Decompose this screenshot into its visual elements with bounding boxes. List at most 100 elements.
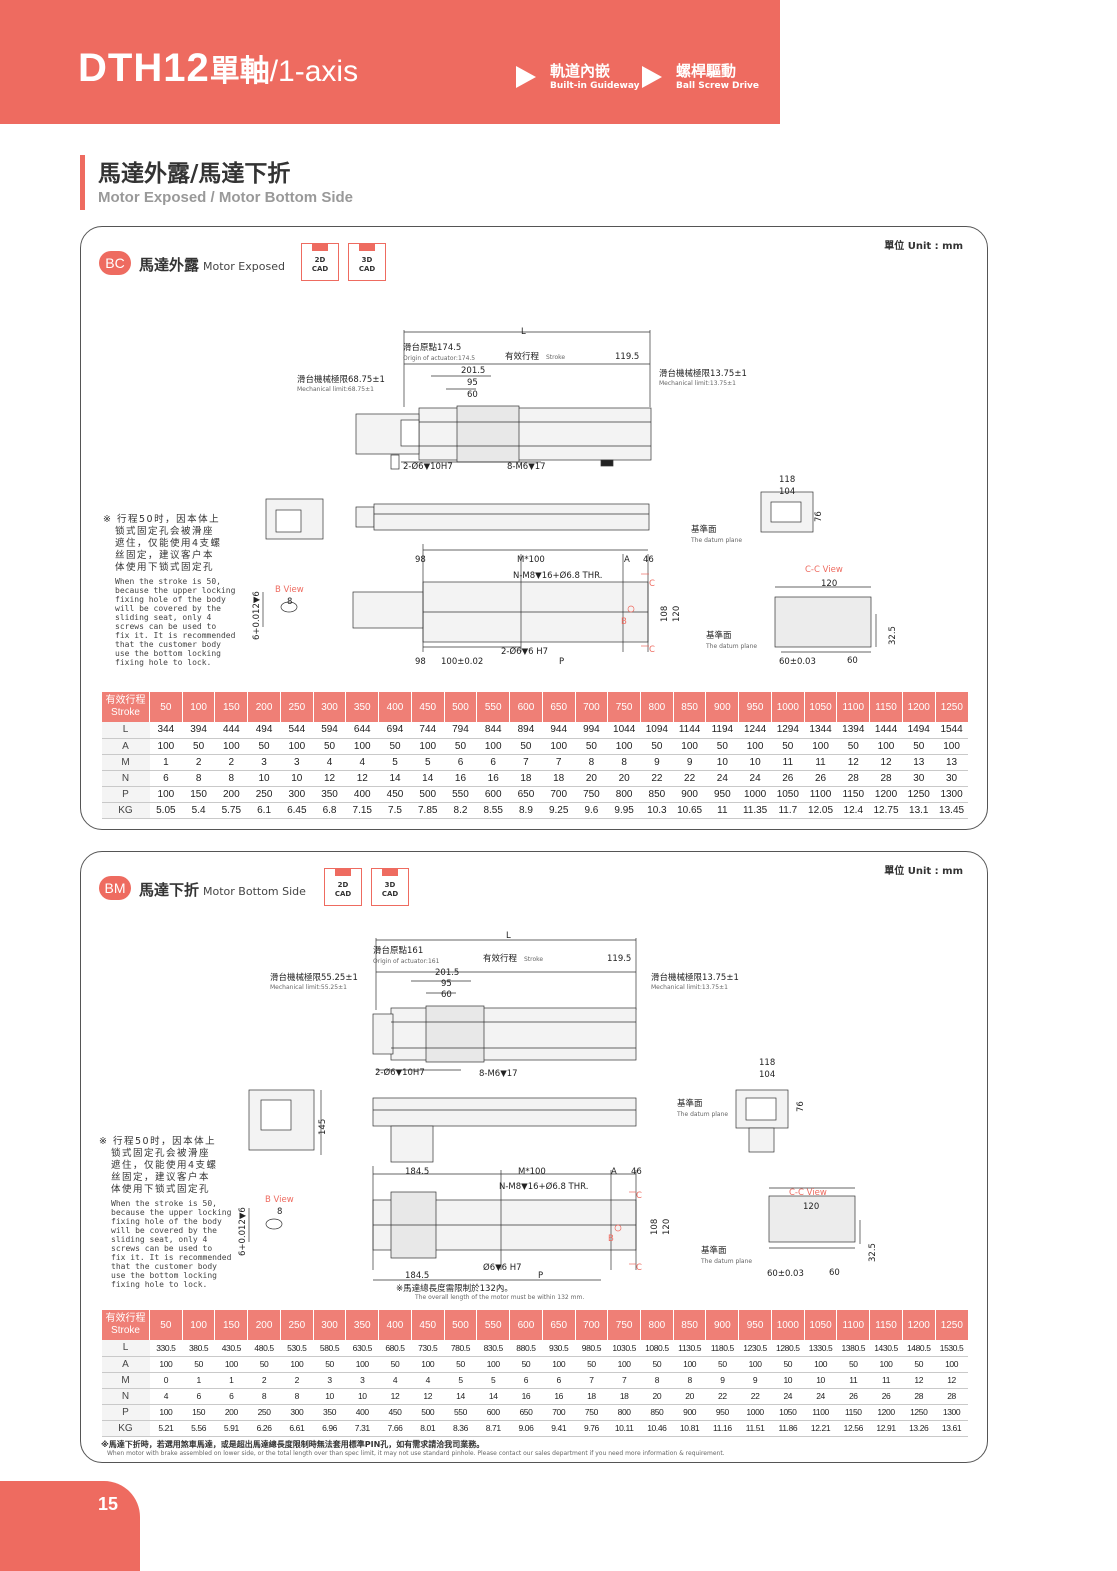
- motor-note-cn: ※馬達總長度需限制於132內。: [396, 1283, 513, 1294]
- hole-thread: 8-M6▼17: [479, 1069, 518, 1079]
- note-en-10: fixing hole to lock.: [115, 658, 211, 667]
- note-en-4: will be covered by the: [111, 1226, 217, 1235]
- section-title-cn: 馬達外露/馬達下折: [98, 161, 291, 187]
- table-cell: 9: [738, 1372, 772, 1389]
- mech-limit-right-en: Mechanical limit:13.75±1: [651, 984, 728, 991]
- table-cell: 7: [607, 1372, 641, 1389]
- table-cell: 7: [542, 754, 576, 771]
- note-en-9: use the bottom locking: [115, 649, 221, 658]
- table-cell: 8: [673, 1372, 706, 1389]
- stroke-column-header: 1150: [869, 692, 903, 722]
- table-cell: 1230.5: [738, 1340, 772, 1357]
- table-cell: 50: [902, 1356, 936, 1373]
- table-cell: 1144: [673, 722, 706, 739]
- table-cell: 1130.5: [673, 1340, 706, 1357]
- dim-95: 95: [467, 378, 478, 388]
- hole-thread: 8-M6▼17: [507, 462, 546, 472]
- table-cell: 14: [444, 1388, 477, 1405]
- table-cell: 350: [313, 1404, 346, 1421]
- table-cell: 9: [705, 1372, 739, 1389]
- table-cell: 50: [575, 1356, 608, 1373]
- note-en-7: fix it. It is recommended: [111, 1253, 232, 1262]
- panel-title-cn: 馬達下折: [139, 881, 200, 899]
- table-cell: 544: [280, 722, 314, 739]
- table-cell: 24: [738, 770, 772, 787]
- table-cell: 100: [476, 738, 510, 755]
- table-cell: 13.61: [935, 1420, 968, 1437]
- datum-en: The datum plane: [690, 537, 742, 544]
- table-cell: 1250: [902, 1404, 936, 1421]
- table-cell: 10.81: [673, 1420, 706, 1437]
- footnote-cn: ※馬達下折時，若選用煞車馬達，或是超出馬達總長度限制時無法套用標準PIN孔，如有…: [101, 1440, 485, 1449]
- feature-label-cn: 軌道內嵌: [550, 62, 611, 80]
- note-en-3: fixing hole of the body: [115, 595, 226, 604]
- table-cell: 50: [444, 1356, 477, 1373]
- table-cell: 20: [607, 770, 641, 787]
- table-cell: 100: [738, 738, 772, 755]
- table-cell: 4: [313, 754, 346, 771]
- table-cell: 11.86: [771, 1420, 805, 1437]
- stroke-column-header: 700: [574, 1310, 608, 1340]
- table-cell: 12: [345, 770, 379, 787]
- table-cell: 50: [836, 738, 870, 755]
- stroke-column-header: 650: [541, 692, 576, 722]
- table-cell: 1444: [869, 722, 903, 739]
- cc-120: 120: [821, 579, 837, 589]
- row-label: P: [101, 1404, 150, 1421]
- table-cell: 30: [902, 770, 936, 787]
- table-cell: 10: [738, 754, 772, 771]
- dim-95: 95: [441, 979, 452, 989]
- page-header: DTH12單軸/1-axis 軌道內嵌 Built-in Guideway 螺桿…: [0, 0, 780, 124]
- stroke-column-header: 850: [672, 1310, 706, 1340]
- stroke-column-header: 500: [443, 692, 477, 722]
- table-cell: 1150: [836, 1404, 870, 1421]
- row-label: KG: [101, 1420, 150, 1437]
- dim-76: 76: [814, 511, 824, 522]
- table-cell: 100: [345, 1356, 379, 1373]
- section-title-en: Motor Exposed / Motor Bottom Side: [98, 189, 353, 206]
- model-badge: BM: [99, 876, 131, 900]
- table-cell: 6.1: [247, 802, 281, 819]
- table-cell: 4: [411, 1372, 445, 1389]
- table-cell: 50: [378, 738, 412, 755]
- table-cell: 10: [247, 770, 281, 787]
- row-label: KG: [101, 802, 150, 819]
- table-cell: 50: [640, 1356, 674, 1373]
- stroke-column-header: 300: [312, 692, 346, 722]
- table-cell: 11.16: [705, 1420, 739, 1437]
- table-cell: 10: [280, 770, 314, 787]
- b-view-tol: 6+0.012▼6: [252, 591, 262, 640]
- table-cell: 3: [247, 754, 281, 771]
- table-cell: 650: [509, 1404, 543, 1421]
- table-cell: 3: [313, 1372, 346, 1389]
- table-cell: 480.5: [247, 1340, 281, 1357]
- table-cell: 5.91: [214, 1420, 248, 1437]
- table-cell: 100: [476, 1356, 510, 1373]
- table-cell: 9: [673, 754, 706, 771]
- table-cell: 1: [182, 1372, 215, 1389]
- table-cell: 850: [640, 786, 674, 803]
- table-cell: 28: [902, 1388, 936, 1405]
- table-cell: 950: [705, 786, 739, 803]
- note-cn-1: ※ 行程50时，因本体上: [103, 513, 220, 525]
- table-cell: 994: [575, 722, 608, 739]
- table-cell: 50: [705, 738, 739, 755]
- table-cell: 1394: [836, 722, 870, 739]
- view-mark-B: B: [621, 617, 627, 627]
- table-cell: 50: [378, 1356, 412, 1373]
- table-cell: 980.5: [575, 1340, 608, 1357]
- stroke-column-header: 200: [247, 1310, 281, 1340]
- stroke-column-header: 1100: [836, 1310, 870, 1340]
- table-cell: 894: [509, 722, 543, 739]
- table-cell: 22: [705, 1388, 739, 1405]
- footnote-en: When motor with brake assembled on lower…: [107, 1450, 725, 1457]
- datum-cn: 基準面: [677, 1098, 703, 1109]
